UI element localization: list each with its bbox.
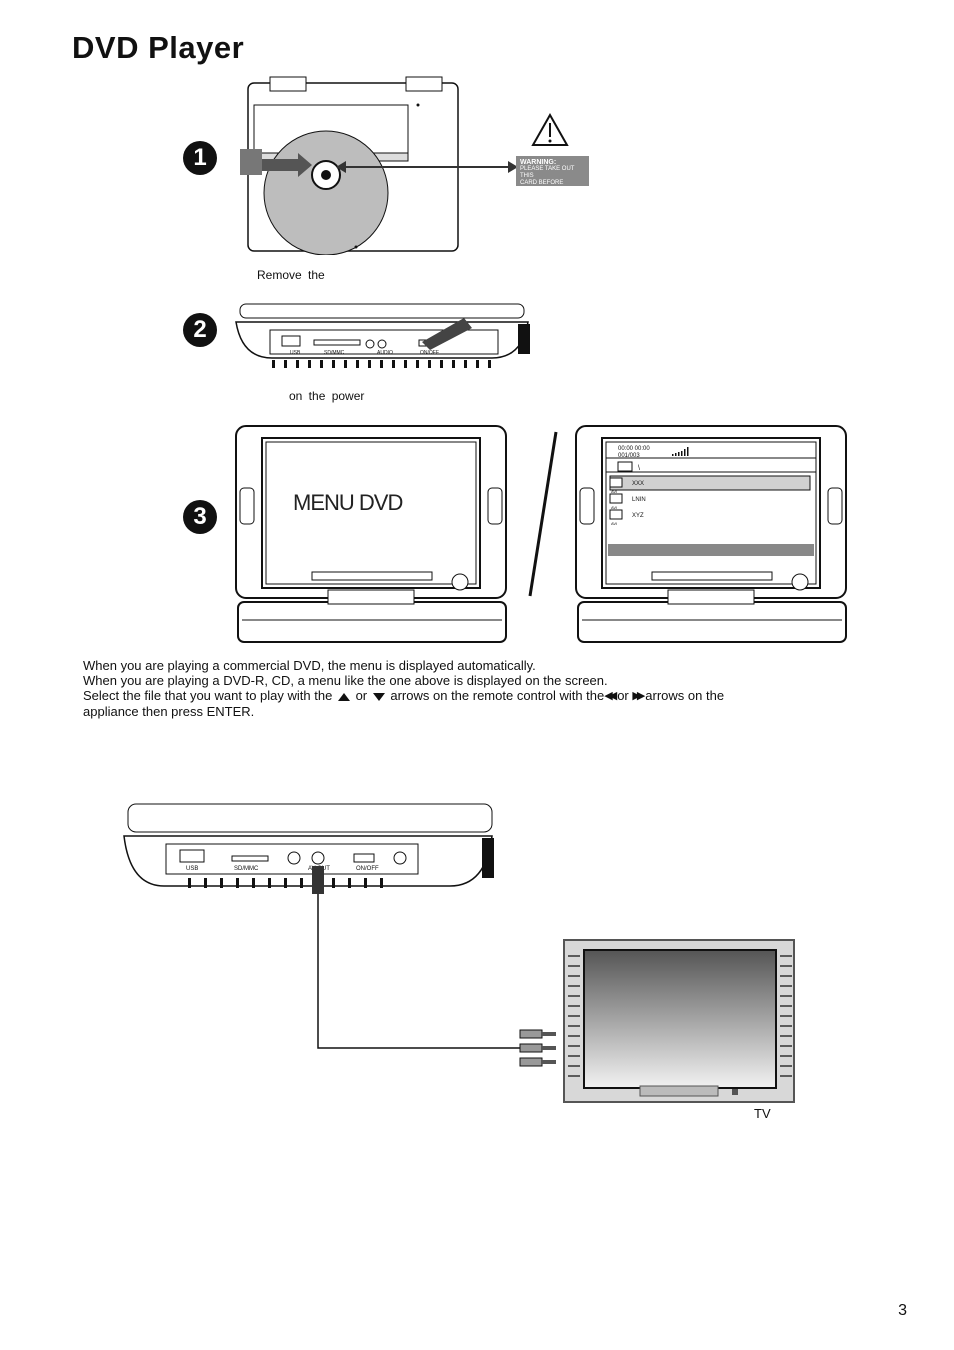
down-arrow-icon [372, 692, 385, 701]
instruction-line-3-c: arrows on the [645, 688, 725, 703]
instruction-line-3-b: arrows on the remote control with the [390, 688, 605, 703]
instruction-line-3-a: Select the file that you want to play wi… [83, 688, 333, 703]
fast-forward-icon: ▶▶ [632, 690, 645, 703]
on-off-label: ON/OFF [420, 350, 439, 356]
device-left-menu-screen [235, 425, 507, 643]
instruction-line-2: When you are playing a DVD-R, CD, a menu… [83, 673, 608, 688]
warning-label: WARNING: PLEASE TAKE OUT THIS CARD BEFOR… [516, 156, 589, 193]
usb-label: USB [290, 350, 301, 356]
page-title: DVD Player [72, 30, 245, 65]
instruction-or-2: or [617, 688, 629, 703]
step-1-badge: 1 [183, 141, 217, 175]
screen-folder: \ [638, 465, 640, 472]
divider-slash [528, 431, 558, 597]
step-1-illustration [240, 76, 569, 255]
warning-heading: WARNING: [520, 159, 557, 166]
warning-line-1: PLEASE TAKE OUT THIS [520, 166, 575, 179]
device-right-file-screen: 00:00 00:00 001/003 \ XXX LNIN XYZ AVI A… [575, 425, 847, 643]
av-connection-illustration: USB SD/MMC AV OUT ON/OFF [123, 803, 795, 1103]
instruction-or-1: or [355, 688, 368, 703]
page-number: 3 [898, 1302, 907, 1319]
sd-mmc-label-2: SD/MMC [234, 866, 259, 872]
step-1-caption: Remove the [257, 268, 325, 282]
step-3-badge: 3 [183, 500, 217, 534]
instruction-line-4: appliance then press ENTER. [83, 704, 255, 720]
step-2-caption: on the power [289, 389, 365, 403]
step-2-badge: 2 [183, 313, 217, 347]
file-type-2: AVI [611, 505, 617, 510]
warning-line-2: CARD BEFORE PLAYBACK [520, 180, 564, 193]
file-name-1: XXX [632, 481, 644, 487]
up-arrow-icon [337, 692, 350, 701]
audio-label: AUDIO [377, 350, 393, 356]
file-type-1: AVI [611, 489, 617, 494]
instructions: When you are playing a commercial DVD, t… [83, 658, 724, 719]
usb-label-2: USB [186, 866, 198, 872]
instruction-line-3: Select the file that you want to play wi… [83, 688, 724, 704]
file-name-2: LNIN [632, 497, 646, 503]
instruction-line-1: When you are playing a commercial DVD, t… [83, 658, 536, 673]
rewind-icon: ◀◀ [604, 690, 617, 703]
menu-dvd-text: MENU DVD [293, 490, 403, 515]
sd-mmc-label: SD/MMC [324, 350, 345, 356]
on-off-label-2: ON/OFF [356, 866, 379, 872]
screen-track: 001/003 [618, 453, 640, 459]
screen-time: 00:00 00:00 [618, 446, 650, 452]
tv-label: TV [754, 1106, 771, 1121]
file-name-3: XYZ [632, 513, 644, 519]
file-type-3: AVI [611, 521, 617, 526]
step-2-illustration: USB SD/MMC AUDIO ON/OFF [235, 303, 530, 368]
